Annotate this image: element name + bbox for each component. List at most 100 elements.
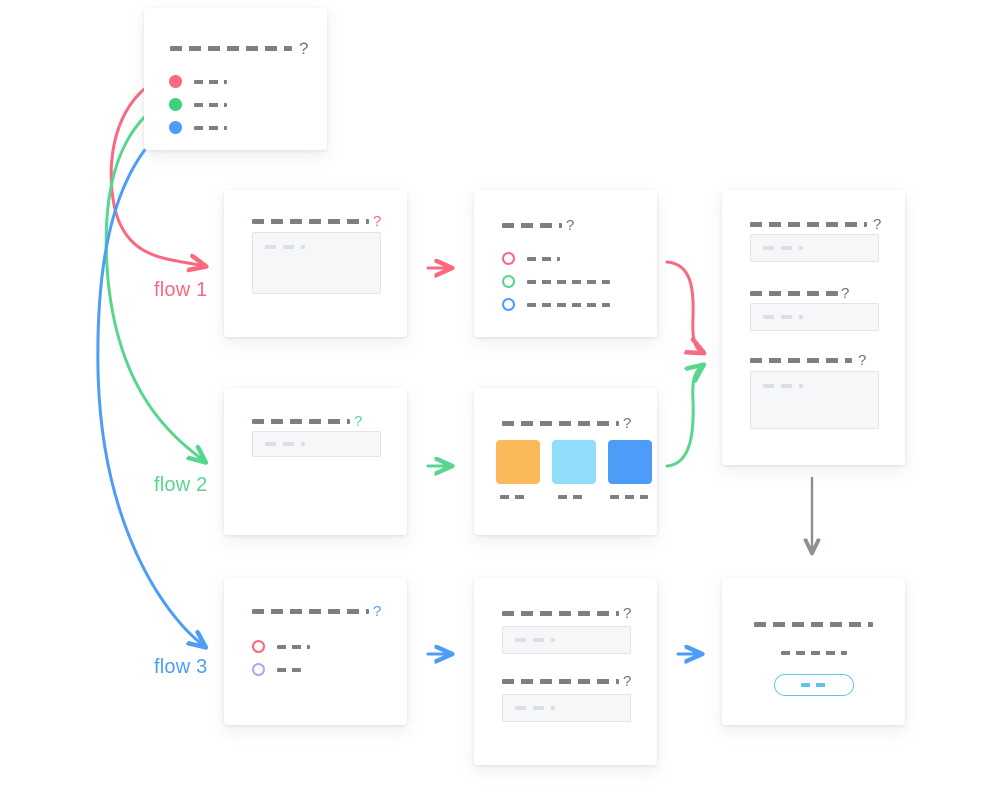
message-textarea[interactable]	[252, 232, 381, 294]
option-label-dash	[527, 279, 610, 284]
field-label: ?	[252, 414, 362, 429]
entry-option-1[interactable]	[169, 75, 227, 88]
placeholder-dash	[515, 706, 555, 710]
heading-dash	[252, 609, 369, 614]
color-swatch-blue	[608, 440, 652, 484]
swatch-group-heading: ?	[502, 416, 631, 431]
label-dash	[750, 291, 838, 296]
bullet-icon-pink	[169, 75, 182, 88]
question-mark: ?	[623, 673, 632, 690]
label-dash	[252, 219, 369, 224]
swatch-option-2[interactable]	[552, 440, 596, 502]
text-input[interactable]	[252, 431, 381, 457]
flow2-to-summary-arrow	[665, 366, 702, 468]
confirmation-action-row	[722, 674, 905, 696]
radio-group-heading: ?	[252, 604, 381, 619]
placeholder-dash	[763, 384, 803, 388]
placeholder-dash	[265, 245, 305, 249]
radio-option-3[interactable]	[502, 298, 610, 311]
question-mark: ?	[373, 213, 382, 230]
radio-group-heading: ?	[502, 218, 574, 233]
placeholder-dash	[763, 246, 803, 250]
summary-textarea[interactable]	[750, 371, 879, 429]
label-dash	[502, 611, 619, 616]
text-input-2[interactable]	[502, 694, 631, 722]
question-mark: ?	[623, 415, 632, 432]
entry-card-heading: ?	[170, 40, 308, 57]
heading-dash	[170, 46, 292, 51]
placeholder-dash	[265, 442, 305, 446]
flow2-form-card[interactable]: ?	[224, 388, 407, 535]
option-label-dash	[527, 302, 610, 307]
color-swatch-lightblue	[552, 440, 596, 484]
bullet-icon-green	[169, 98, 182, 111]
question-mark: ?	[373, 603, 382, 620]
option-label-dash	[277, 644, 310, 649]
radio-option-1[interactable]	[252, 640, 310, 653]
confirmation-subtext	[722, 644, 905, 662]
summary-input-1[interactable]	[750, 234, 879, 262]
color-swatch-orange	[496, 440, 540, 484]
option-label-dash	[277, 667, 301, 672]
radio-option-2[interactable]	[502, 275, 610, 288]
field-label: ?	[750, 353, 866, 368]
entry-to-flow3-arrow	[96, 118, 204, 646]
swatch-option-1[interactable]	[496, 440, 540, 502]
entry-option-3[interactable]	[169, 121, 227, 134]
swatch-caption-dash	[610, 494, 648, 499]
summary-form-card[interactable]: ? ? ?	[722, 190, 905, 465]
flow-label-1: flow 1	[154, 279, 208, 301]
radio-icon-green	[502, 275, 515, 288]
radio-icon-pink	[252, 640, 265, 653]
option-label-dash	[527, 256, 560, 261]
flow3-radio-card[interactable]: ?	[224, 578, 407, 725]
field-label: ?	[750, 286, 849, 301]
question-mark: ?	[299, 39, 309, 58]
flow3-form-card[interactable]: ? ?	[474, 578, 657, 765]
option-label-dash	[194, 79, 227, 84]
label-dash	[750, 358, 852, 363]
flow1-radio-card[interactable]: ?	[474, 190, 657, 337]
field-label: ?	[502, 606, 631, 621]
label-dash	[502, 679, 619, 684]
field-label: ?	[502, 674, 631, 689]
bullet-icon-blue	[169, 121, 182, 134]
flow-label-3: flow 3	[154, 656, 208, 678]
summary-input-2[interactable]	[750, 303, 879, 331]
flow1-form-card[interactable]: ?	[224, 190, 407, 337]
button-label-dash	[800, 683, 827, 687]
radio-icon-pink	[502, 252, 515, 265]
heading-dash	[502, 223, 562, 228]
entry-option-2[interactable]	[169, 98, 227, 111]
placeholder-dash	[763, 315, 803, 319]
question-mark: ?	[354, 413, 363, 430]
question-mark: ?	[858, 352, 867, 369]
swatch-caption-dash	[500, 494, 530, 499]
question-mark: ?	[873, 216, 882, 233]
radio-option-2[interactable]	[252, 663, 301, 676]
subtext-dash	[780, 650, 847, 655]
option-label-dash	[194, 125, 227, 130]
radio-icon-purple	[252, 663, 265, 676]
radio-option-1[interactable]	[502, 252, 560, 265]
option-label-dash	[194, 102, 227, 107]
entry-menu-card[interactable]: ?	[144, 8, 327, 150]
flow-label-2: flow 2	[154, 474, 208, 496]
flow1-to-summary-arrow	[665, 260, 702, 352]
field-label: ?	[750, 217, 881, 232]
swatch-caption-dash	[558, 494, 584, 499]
confirmation-card[interactable]	[722, 578, 905, 725]
primary-button[interactable]	[773, 674, 854, 696]
label-dash	[252, 419, 350, 424]
field-label: ?	[252, 214, 381, 229]
heading-dash	[754, 622, 873, 628]
label-dash	[750, 222, 867, 227]
heading-dash	[502, 421, 619, 426]
text-input-1[interactable]	[502, 626, 631, 654]
question-mark: ?	[841, 285, 850, 302]
flow2-swatch-card[interactable]: ?	[474, 388, 657, 535]
swatch-option-3[interactable]	[608, 440, 652, 502]
radio-icon-blue	[502, 298, 515, 311]
placeholder-dash	[515, 638, 555, 642]
